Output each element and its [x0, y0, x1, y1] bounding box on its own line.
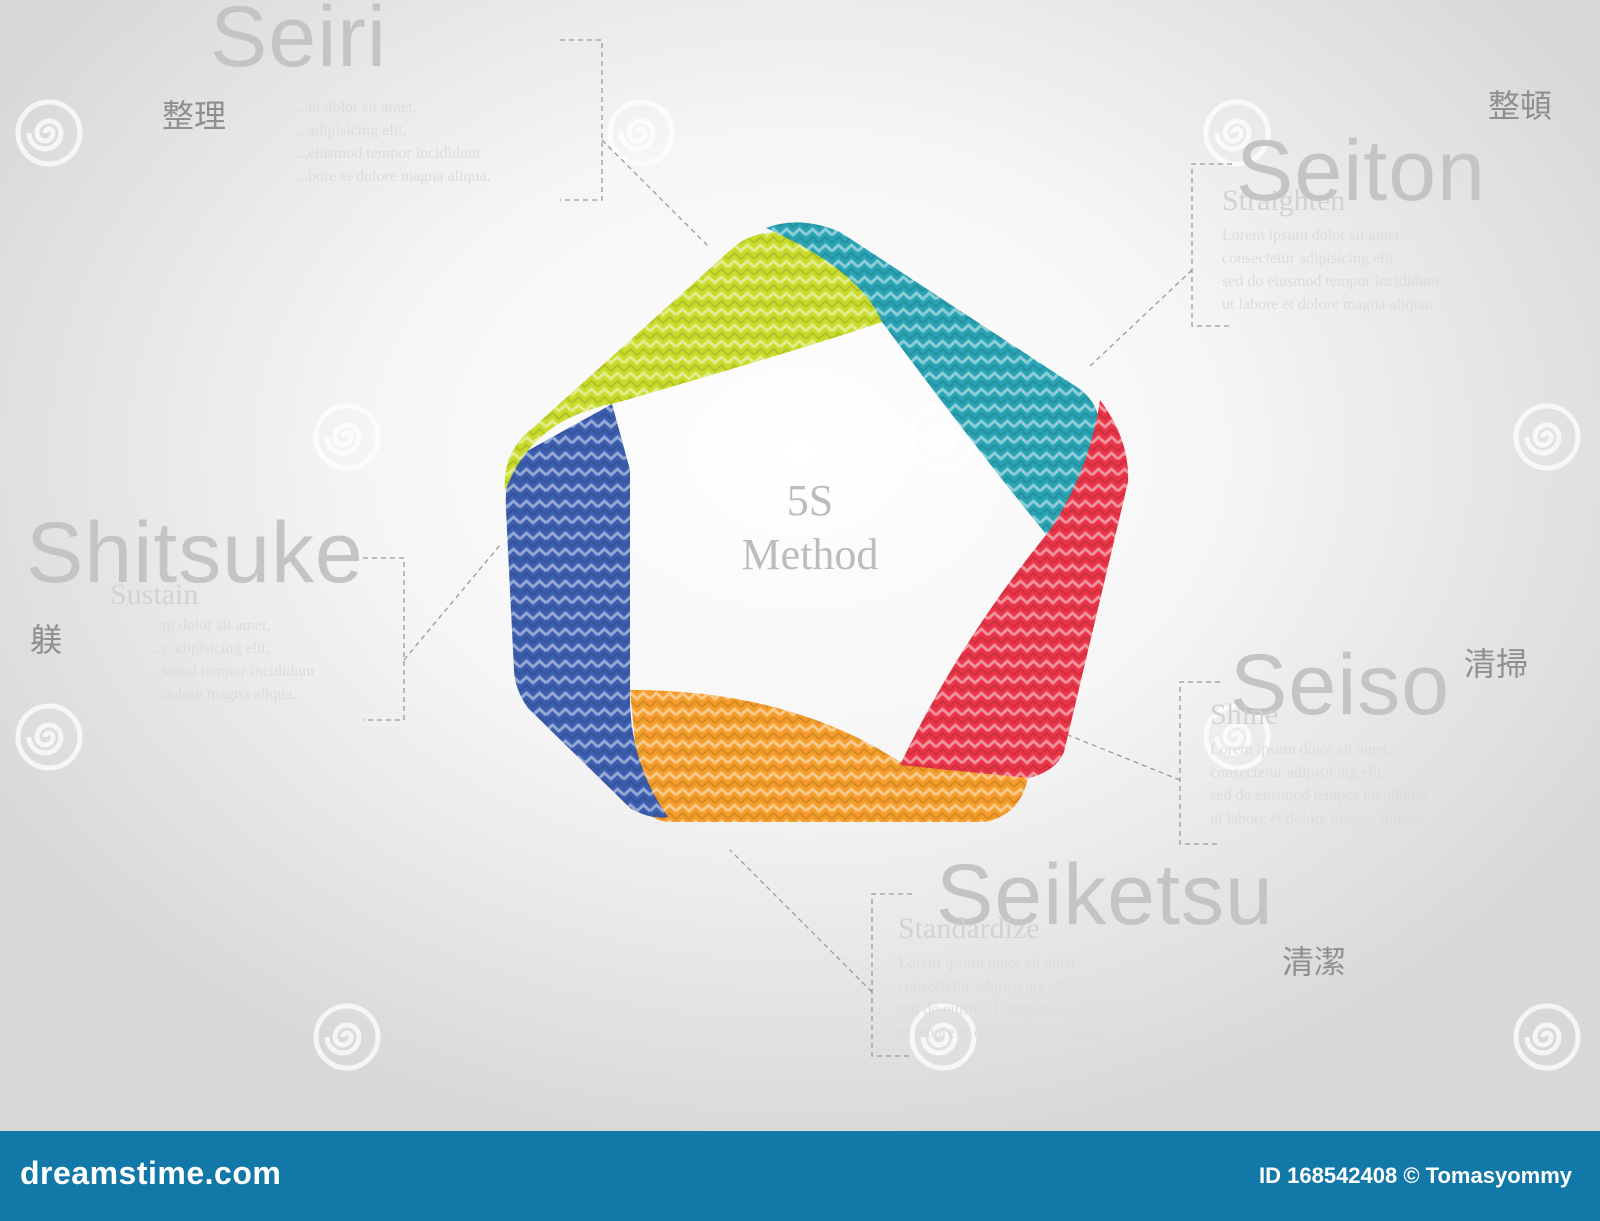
seiketsu-description: Lorem ipsum dolor sit amet, consectetur … — [898, 955, 1116, 1041]
shitsuke-subtitle: Sustain — [110, 578, 199, 611]
infographic-canvas: 5S Method Seiri 整理 ...m dolor sit amet, … — [0, 0, 1600, 1131]
pentagon-diagram — [504, 222, 1129, 822]
seiso-description: Lorem ipsum dolor sit amet, consectetur … — [1210, 741, 1428, 827]
seiketsu-kanji: 清潔 — [1282, 943, 1347, 981]
seiton-title: Seiton — [1236, 123, 1486, 219]
footer-bar: dreamstime.com ID 168542408 © Tomasyommy — [0, 1131, 1600, 1221]
seiri-description: ...m dolor sit amet, ...adipisicing elit… — [296, 99, 491, 185]
seiketsu-bracket — [871, 893, 912, 1057]
dreamstime-spiral-icon — [1513, 403, 1581, 471]
dreamstime-spiral-icon — [1513, 1003, 1581, 1071]
dreamstime-spiral-icon — [15, 99, 83, 167]
dreamstime-spiral-icon — [1203, 99, 1271, 167]
image-credit: ID 168542408 © Tomasyommy — [1259, 1163, 1572, 1188]
connector-lines — [363, 39, 1232, 1057]
seiso-subtitle: Shine — [1210, 698, 1279, 731]
seiton-description: Lorem ipsum dolor sit amet, consectetur … — [1222, 227, 1440, 313]
seiso-bracket — [1179, 681, 1220, 845]
shitsuke-title: Shitsuke — [26, 505, 364, 601]
seiton-bracket — [1191, 163, 1232, 327]
center-title: 5S Method — [741, 476, 879, 579]
seiri-kanji: 整理 — [162, 97, 227, 135]
seiso-kanji: 清掃 — [1464, 645, 1529, 683]
shitsuke-description: ...m dolor sit amet, ...r adipisicing el… — [150, 617, 315, 703]
seiton-kanji: 整頓 — [1488, 87, 1553, 125]
shitsuke-kanji: 躾 — [30, 621, 63, 659]
dreamstime-spiral-icon — [15, 703, 83, 771]
dreamstime-spiral-icon — [313, 1003, 381, 1071]
shitsuke-connector — [403, 544, 501, 661]
segment-seiketsu — [630, 690, 1028, 822]
seiri-bracket — [560, 39, 603, 201]
segment-shitsuke — [505, 404, 668, 818]
seiketsu-title: Seiketsu — [936, 847, 1274, 943]
seiri-connector — [601, 139, 709, 247]
seiso-connector — [1067, 734, 1181, 781]
seiso-title: Seiso — [1230, 637, 1451, 733]
seiton-connector — [1087, 269, 1193, 369]
seiri-title: Seiri — [210, 0, 388, 85]
dreamstime-spiral-icon — [607, 99, 675, 167]
seiketsu-connector — [729, 849, 873, 993]
segment-seiso — [900, 400, 1129, 778]
segment-seiri — [504, 232, 882, 492]
seiton-subtitle: Straighten — [1222, 184, 1346, 217]
brand-logo[interactable]: dreamstime.com — [20, 1155, 282, 1191]
shitsuke-bracket — [363, 557, 405, 721]
segment-seiton — [766, 222, 1100, 540]
dreamstime-spiral-icon — [1203, 703, 1271, 771]
dreamstime-spiral-icon — [909, 1003, 977, 1071]
seiketsu-subtitle: Standardize — [898, 912, 1040, 945]
dreamstime-spiral-icon — [313, 403, 381, 471]
